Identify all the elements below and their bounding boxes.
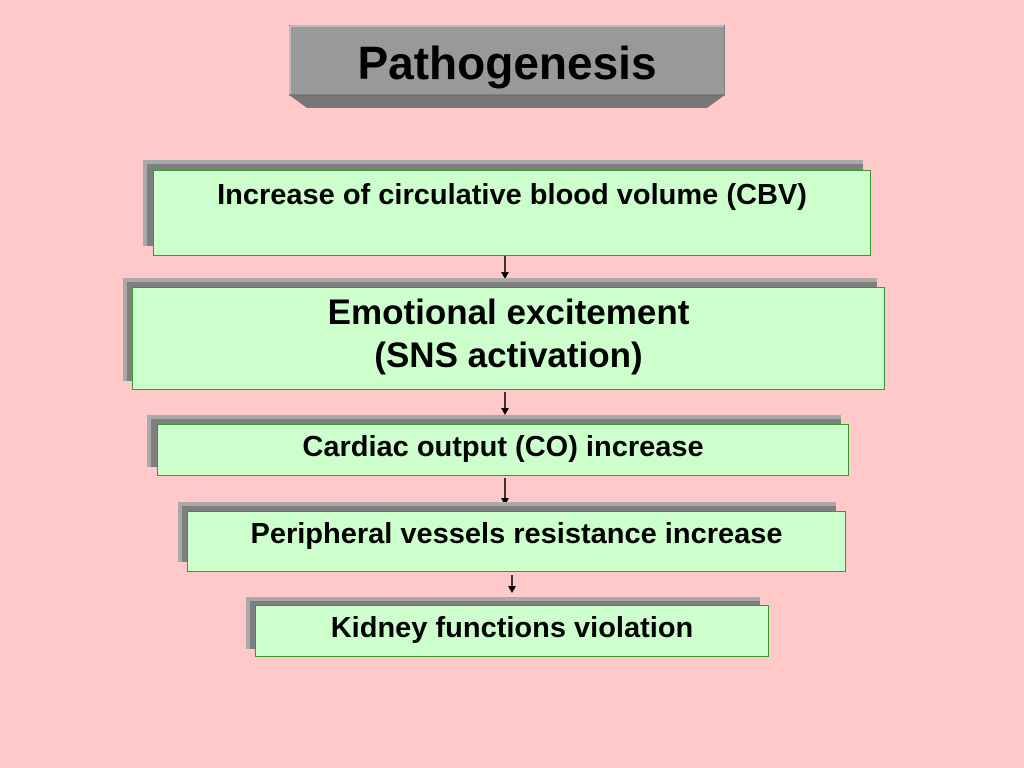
step-label: Cardiac output (CO) increase	[302, 431, 704, 463]
step-box-peripheral: Peripheral vessels resistance increase	[187, 511, 846, 572]
step-label: Kidney functions violation	[330, 612, 694, 644]
title-box: Pathogenesis	[289, 25, 725, 108]
arrow-down-icon	[499, 478, 511, 506]
step-box-kidney: Kidney functions violation	[255, 605, 769, 657]
step-box-cardiac: Cardiac output (CO) increase	[157, 424, 849, 476]
arrow-down-icon	[499, 256, 511, 280]
step-label-line2: (SNS activation)	[374, 336, 643, 375]
arrow-down-icon	[506, 575, 518, 595]
step-box-emotional: Emotional excitement (SNS activation)	[132, 287, 885, 390]
step-label-line1: Emotional excitement	[327, 293, 690, 332]
step-box-cbv: Increase of circulative blood volume (CB…	[153, 170, 871, 256]
step-label: Increase of circulative blood volume (CB…	[217, 179, 807, 211]
step-label: Peripheral vessels resistance increase	[250, 518, 783, 550]
arrow-down-icon	[499, 392, 511, 416]
title-bevel	[289, 25, 725, 108]
page-title: Pathogenesis	[357, 37, 657, 89]
